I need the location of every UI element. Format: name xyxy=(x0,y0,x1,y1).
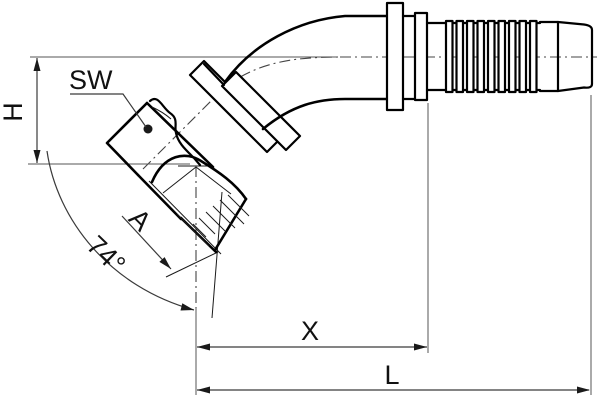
stem-flange-small xyxy=(413,11,429,102)
nut-front-edges xyxy=(105,101,149,177)
a-label: A xyxy=(123,203,157,237)
l-dimension: L xyxy=(197,360,590,394)
bend-outer-bottom xyxy=(261,97,389,131)
nut-back-edge xyxy=(145,101,215,169)
h-arrow-down xyxy=(33,150,41,163)
elbow-axis-centerline xyxy=(142,88,224,170)
x-arrow-right xyxy=(414,343,427,351)
barb-neck-lines xyxy=(425,21,449,92)
cone-leg-line xyxy=(211,191,223,319)
barb-serrations xyxy=(444,19,538,94)
l-label: L xyxy=(384,360,399,390)
face-extension-line xyxy=(148,180,222,255)
sw-callout: SW xyxy=(69,65,147,128)
bend-centerline xyxy=(222,56,343,90)
swivel-nut xyxy=(105,97,215,177)
flare-cone-lines xyxy=(162,166,232,195)
seat-end xyxy=(136,154,250,254)
section-hatching xyxy=(192,194,250,238)
collar-gap-edge xyxy=(202,62,226,87)
h-dimension: H xyxy=(0,58,41,163)
barb-tip-taper xyxy=(556,20,594,93)
skirt-edge xyxy=(136,173,183,221)
l-arrow-left xyxy=(197,386,210,394)
end-face-inner-line xyxy=(176,213,210,247)
x-arrow-left xyxy=(197,343,210,351)
nut-flat-chamfer-line xyxy=(151,106,172,120)
flange-gap-lines xyxy=(401,14,417,101)
h-arrow-up xyxy=(33,58,41,71)
l-arrow-right xyxy=(577,386,590,394)
x-dimension: X xyxy=(197,316,427,351)
x-label: X xyxy=(301,316,319,346)
a-arrow xyxy=(159,257,171,269)
sw-label: SW xyxy=(69,65,113,95)
seat-angle-dimension: 74° xyxy=(46,150,195,311)
stem-flange-large xyxy=(385,1,405,112)
bend-tube xyxy=(223,14,389,131)
h-label: H xyxy=(0,102,28,122)
seat-angle-arc xyxy=(46,150,195,311)
bend-outer-top xyxy=(223,14,389,84)
tip-center-cross xyxy=(178,165,212,395)
cone-extension-line xyxy=(165,251,219,278)
seat-angle-label: 74° xyxy=(81,230,131,280)
barb-smooth-section xyxy=(538,20,560,93)
sw-leader-line xyxy=(70,93,147,128)
nut-chamfer-relief xyxy=(148,97,202,167)
seat-dome-arc xyxy=(150,154,248,201)
hose-barb xyxy=(385,1,594,112)
seat-angle-arrow xyxy=(180,303,194,311)
